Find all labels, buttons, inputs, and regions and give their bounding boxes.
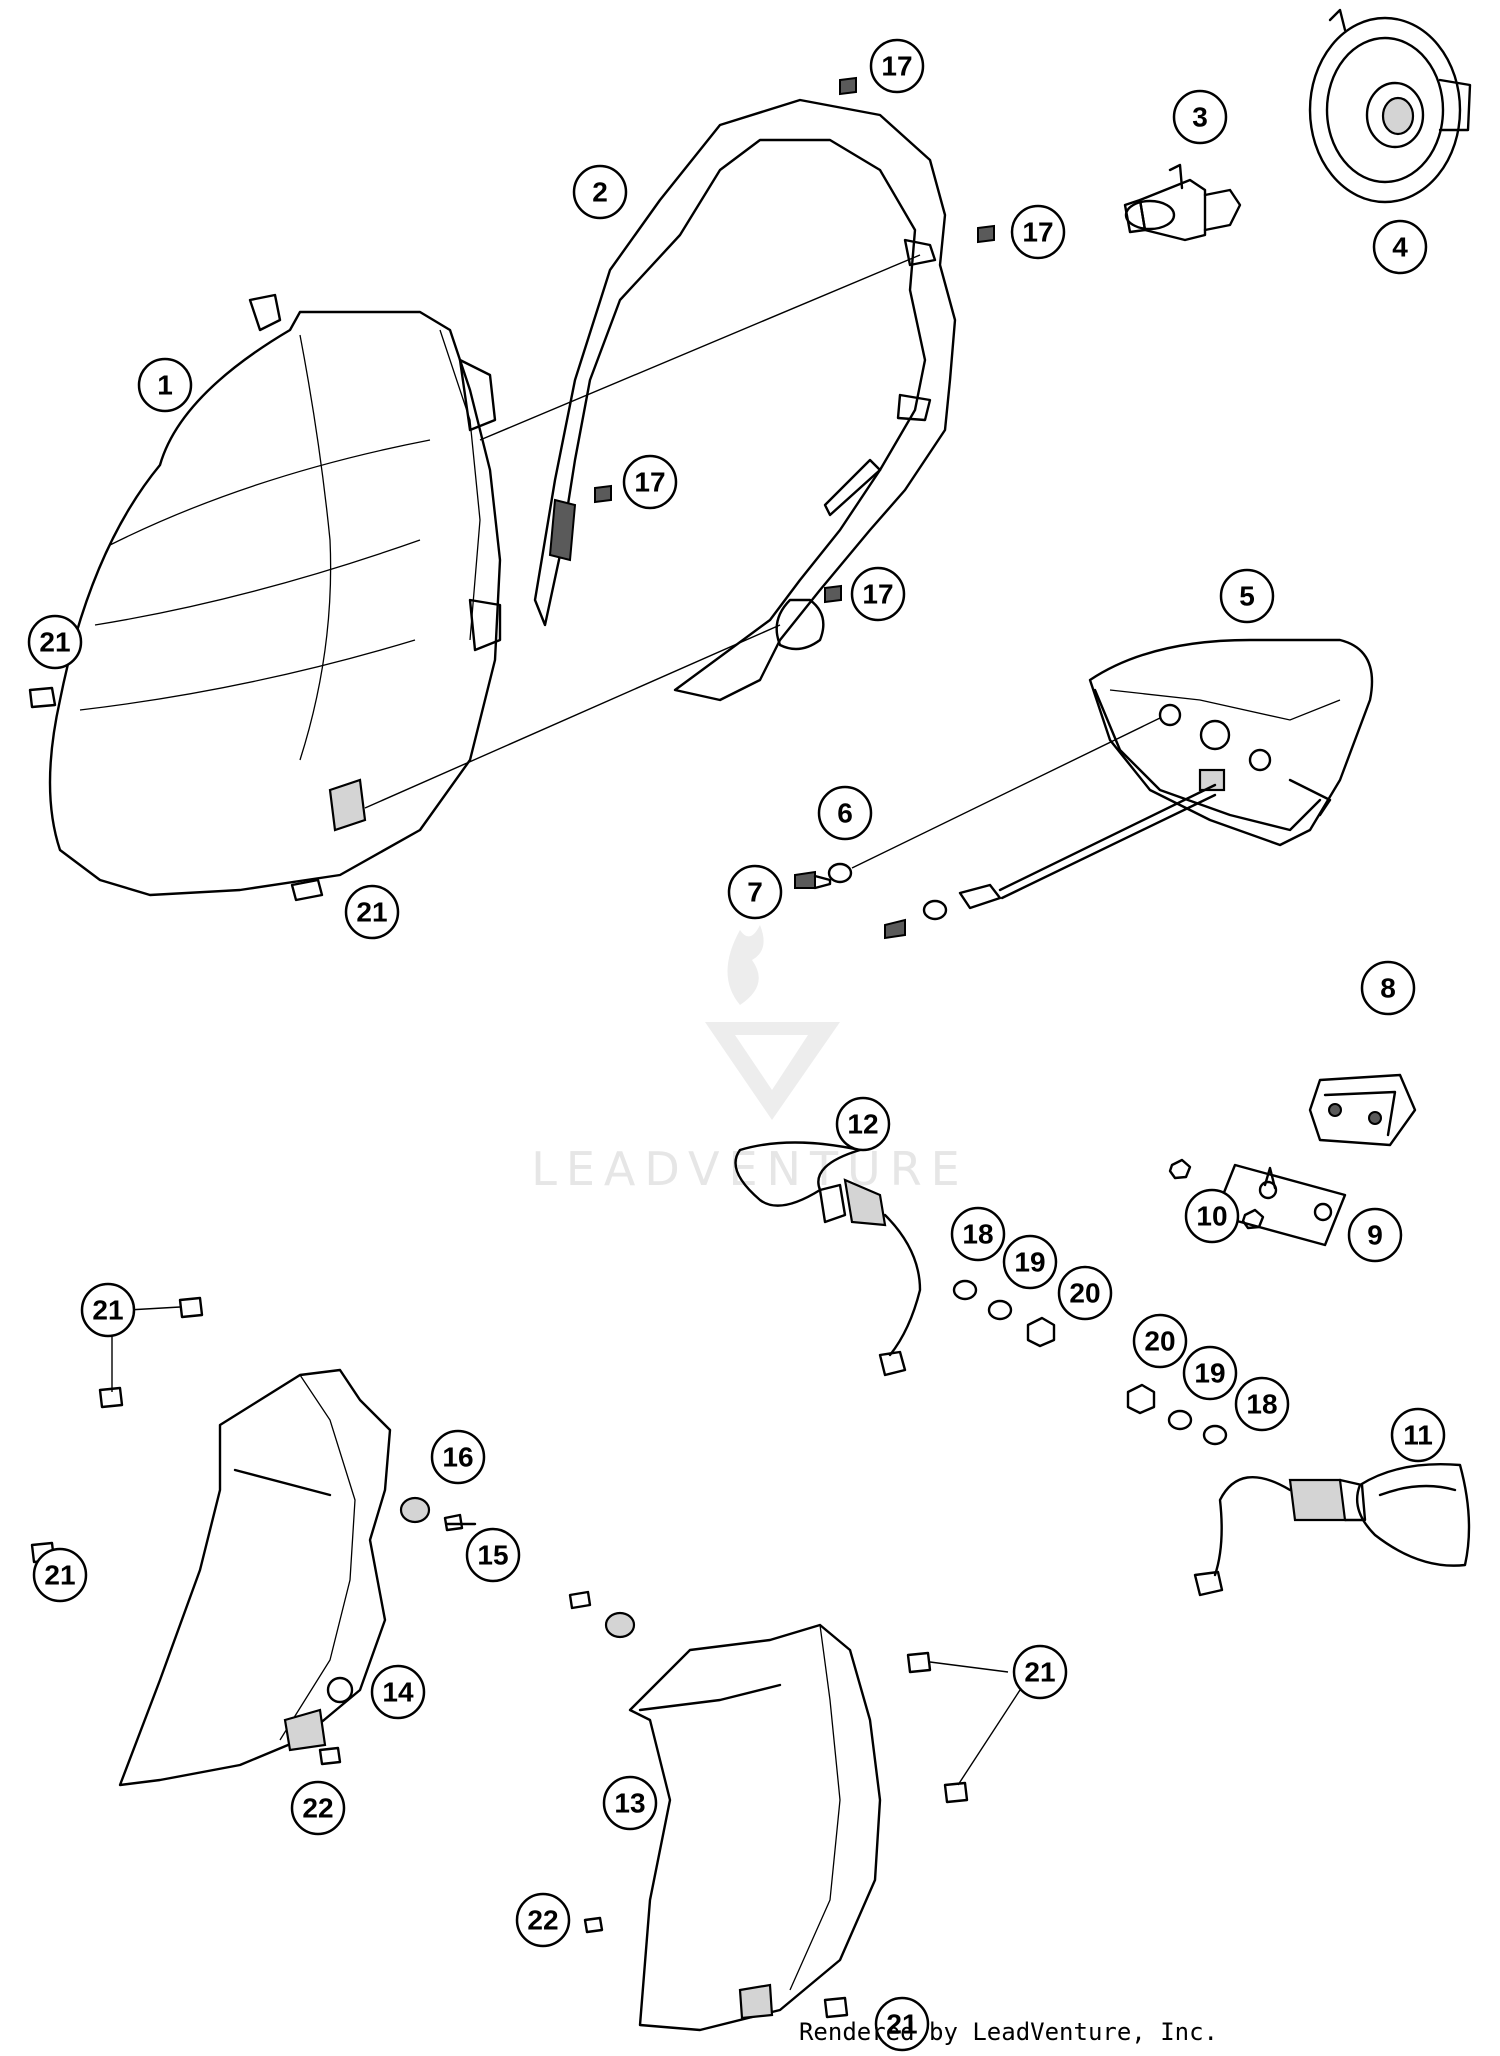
part-screws-17: [594, 76, 995, 604]
callout-label: 21: [39, 627, 70, 658]
callout-22b: 22: [515, 1892, 571, 1948]
part-turn-signal-right: [1193, 1462, 1471, 1597]
callout-label: 9: [1367, 1220, 1383, 1251]
part-washers-screws-cluster: [794, 783, 1217, 940]
callout-label: 4: [1392, 232, 1408, 263]
callout-label: 6: [837, 798, 853, 829]
callout-label: 8: [1380, 973, 1396, 1004]
callout-11: 11: [1390, 1407, 1446, 1463]
callout-label: 16: [442, 1442, 473, 1473]
leadventure-watermark: LEADVENTURE: [531, 925, 969, 1196]
callout-18a: 18: [950, 1206, 1006, 1262]
callout-20a: 20: [1057, 1265, 1113, 1321]
callout-17d: 17: [850, 566, 906, 622]
callout-label: 17: [862, 579, 893, 610]
part-dust-cover: [1308, 8, 1472, 204]
part-turn-signal-left: [734, 1141, 922, 1377]
callout-21e: 21: [1012, 1644, 1068, 1700]
callout-label: 12: [847, 1109, 878, 1140]
callout-label: 13: [614, 1788, 645, 1819]
callout-label: 17: [1022, 217, 1053, 248]
callout-22a: 22: [290, 1780, 346, 1836]
callout-10: 10: [1184, 1188, 1240, 1244]
callout-18b: 18: [1234, 1376, 1290, 1432]
callout-20b: 20: [1132, 1313, 1188, 1369]
callout-7: 7: [727, 864, 783, 920]
callout-17c: 17: [622, 454, 678, 510]
part-clips-21: [28, 686, 969, 2019]
callout-9: 9: [1347, 1207, 1403, 1263]
callout-label: 19: [1014, 1247, 1045, 1278]
callout-13: 13: [602, 1775, 658, 1831]
callout-12: 12: [835, 1096, 891, 1152]
part-headlight: [48, 293, 502, 897]
callout-4: 4: [1372, 219, 1428, 275]
part-side-light-left: [118, 1368, 392, 1787]
callout-label: 14: [382, 1677, 414, 1708]
part-side-light-right: [568, 1590, 882, 2032]
callout-21b: 21: [344, 884, 400, 940]
callout-label: 21: [1024, 1657, 1055, 1688]
callout-19a: 19: [1002, 1234, 1058, 1290]
callout-label: 21: [886, 2009, 917, 2040]
callout-8: 8: [1360, 960, 1416, 1016]
part-headlight-frame: [533, 98, 957, 702]
callout-2: 2: [572, 164, 628, 220]
callout-label: 19: [1194, 1358, 1225, 1389]
callout-label: 7: [747, 877, 763, 908]
callout-label: 21: [92, 1295, 123, 1326]
callout-label: 20: [1069, 1278, 1100, 1309]
callout-label: 21: [356, 897, 387, 928]
callout-21a: 21: [27, 614, 83, 670]
part-grommet-bolt: [318, 1496, 477, 1766]
callout-label: 2: [592, 177, 608, 208]
callout-17b: 17: [1010, 204, 1066, 260]
part-bulb: [1123, 163, 1242, 242]
watermark-text: LEADVENTURE: [531, 1142, 969, 1196]
part-instrument-cluster: [1088, 638, 1374, 847]
callout-label: 15: [477, 1540, 508, 1571]
callout-label: 22: [302, 1793, 333, 1824]
callout-19b: 19: [1182, 1345, 1238, 1401]
callout-21d: 21: [32, 1547, 88, 1603]
callout-label: 1: [157, 370, 173, 401]
callout-16: 16: [430, 1429, 486, 1485]
callout-21c: 21: [80, 1282, 136, 1338]
callout-14: 14: [370, 1664, 426, 1720]
part-rear-reflector-housing: [1308, 1073, 1417, 1147]
callout-17a: 17: [869, 38, 925, 94]
callout-label: 10: [1196, 1201, 1227, 1232]
callout-5: 5: [1219, 568, 1275, 624]
callout-3: 3: [1172, 89, 1228, 145]
callout-label: 11: [1403, 1420, 1433, 1451]
callout-label: 17: [881, 51, 912, 82]
leader-lines: [111, 254, 1161, 1786]
callout-label: 18: [962, 1219, 993, 1250]
callout-1: 1: [137, 357, 193, 413]
render-credit: Rendered by LeadVenture, Inc.: [798, 2018, 1218, 2046]
callout-label: 22: [527, 1905, 558, 1936]
part-washers-nuts-18-20: [952, 1279, 1228, 1446]
part-nuts-10: [1168, 1158, 1265, 1230]
callout-label: 18: [1246, 1389, 1277, 1420]
callout-6: 6: [817, 785, 873, 841]
callout-label: 17: [634, 467, 665, 498]
callout-label: 3: [1192, 102, 1208, 133]
callout-label: 20: [1144, 1326, 1175, 1357]
callout-label: 5: [1239, 581, 1255, 612]
callout-15: 15: [465, 1527, 521, 1583]
callout-label: 21: [44, 1560, 75, 1591]
callout-21f: 21: [874, 1996, 930, 2052]
